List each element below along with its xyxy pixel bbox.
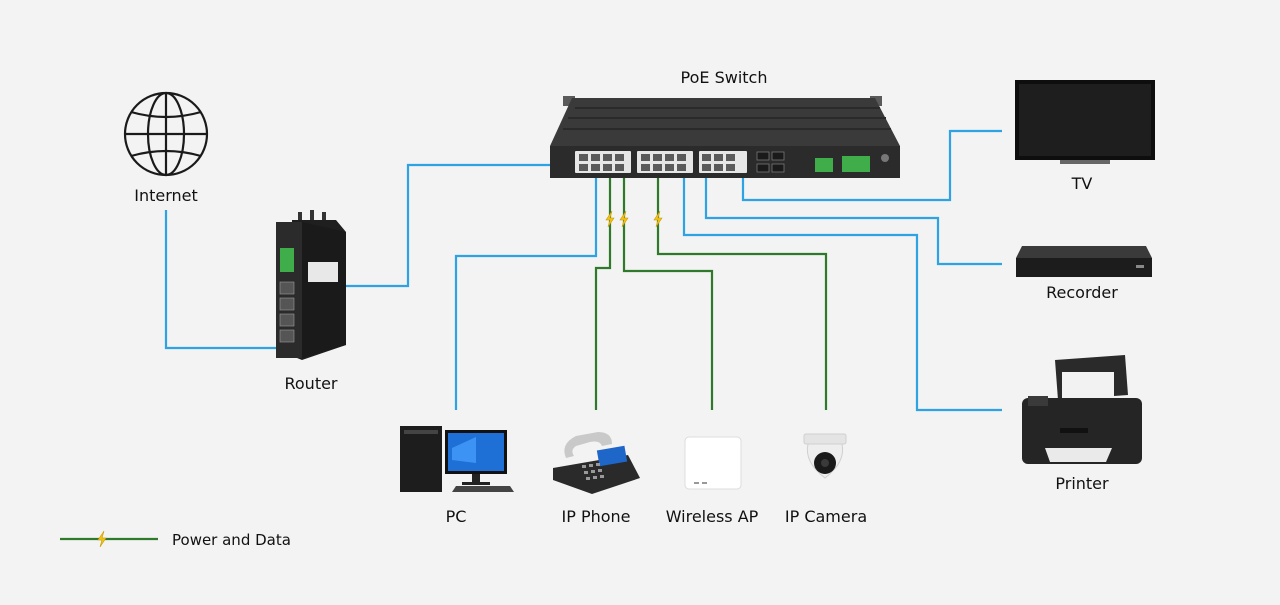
data-links	[164, 129, 1002, 412]
lightning-bolt-icon	[619, 210, 629, 228]
link-printer-switch	[682, 172, 1002, 412]
pc-icon	[400, 426, 514, 492]
ip-camera-label: IP Camera	[785, 507, 867, 526]
printer-icon	[1022, 355, 1142, 464]
power-data-links	[594, 172, 828, 410]
switch-label: PoE Switch	[681, 68, 768, 87]
poe-switch-icon	[550, 96, 900, 178]
link-tv-switch	[741, 129, 1002, 202]
router-label: Router	[284, 374, 337, 393]
lightning-bolt-icon	[97, 530, 107, 548]
ip-camera-icon	[803, 433, 847, 479]
link-camera-switch	[656, 172, 828, 410]
legend-power-data-label: Power and Data	[172, 531, 291, 549]
tv-label: TV	[1071, 174, 1093, 193]
link-pc-switch	[454, 170, 598, 410]
pc-label: PC	[446, 507, 467, 526]
tv-icon	[1015, 80, 1155, 164]
link-ap-switch	[622, 172, 714, 410]
link-recorder-switch	[704, 172, 1002, 266]
wireless-ap-icon	[684, 436, 742, 490]
printer-label: Printer	[1055, 474, 1109, 493]
wireless-ap-label: Wireless AP	[666, 507, 759, 526]
lightning-bolt-icon	[605, 210, 615, 228]
lightning-bolt-icon	[653, 210, 663, 228]
bolt-markers	[605, 210, 663, 228]
globe-icon	[123, 91, 209, 177]
internet-label: Internet	[134, 186, 198, 205]
ip-phone-icon	[553, 432, 640, 494]
legend: Power and Data	[60, 530, 291, 549]
recorder-icon	[1016, 246, 1152, 277]
ip-phone-label: IP Phone	[561, 507, 630, 526]
link-router-switch	[290, 163, 585, 288]
recorder-label: Recorder	[1046, 283, 1118, 302]
router-icon	[276, 210, 346, 360]
link-internet-router	[164, 210, 282, 350]
link-ipphone-switch	[594, 172, 612, 410]
